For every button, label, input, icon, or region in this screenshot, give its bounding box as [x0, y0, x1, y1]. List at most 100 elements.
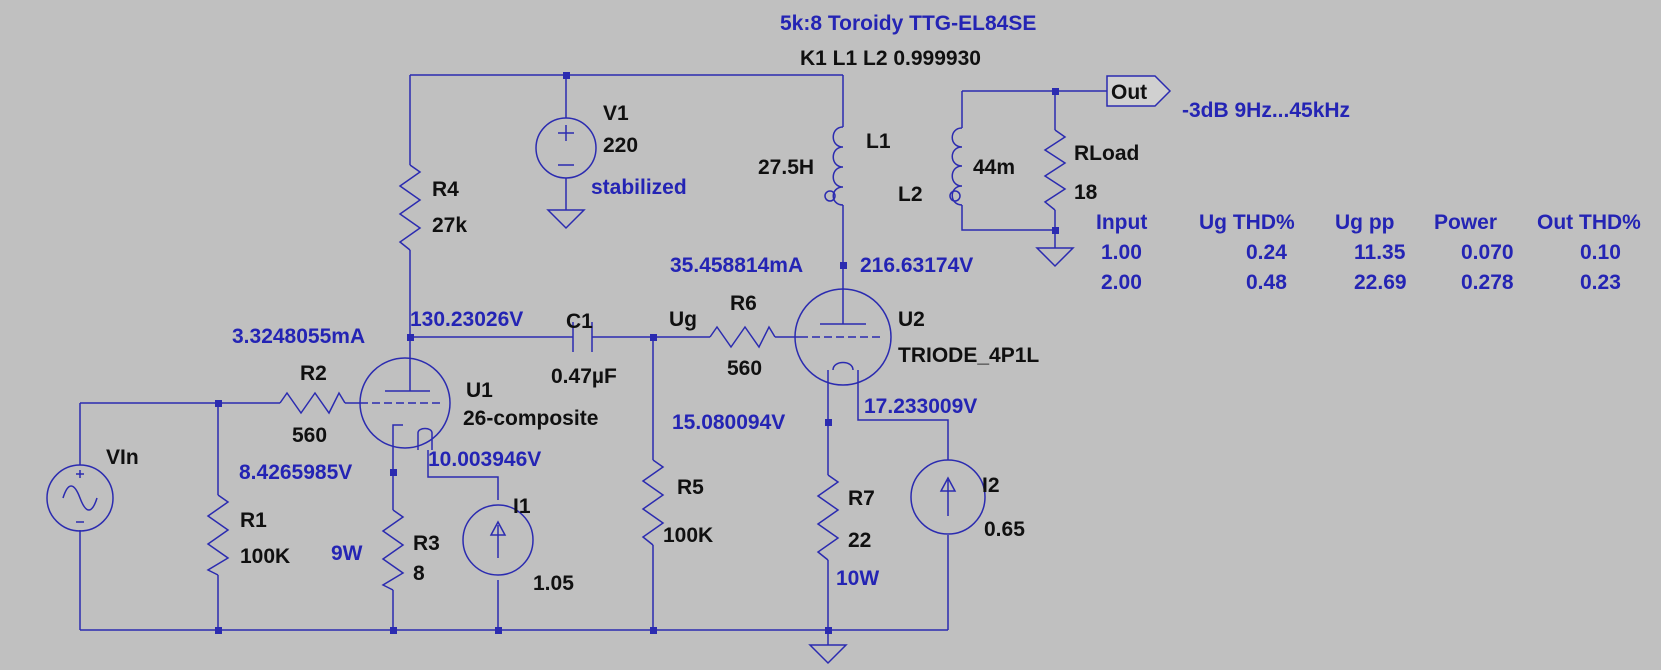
- u1-name: U1: [466, 379, 493, 402]
- table-cell: 0.10: [1580, 241, 1621, 264]
- u1-triode[interactable]: [359, 357, 451, 450]
- i2-current-source[interactable]: [910, 459, 986, 535]
- junction-dot: [563, 72, 570, 79]
- table-cell: 0.24: [1246, 241, 1287, 264]
- table-cell: 0.278: [1461, 271, 1514, 294]
- l1-value: 27.5H: [758, 156, 814, 179]
- i2-name: I2: [982, 474, 1000, 497]
- table-header-input: Input: [1096, 211, 1147, 234]
- u2-name: U2: [898, 308, 925, 331]
- table-cell: 11.35: [1354, 241, 1406, 264]
- i1-value: 1.05: [533, 572, 574, 595]
- u2-triode[interactable]: [794, 288, 892, 395]
- r1-value: 100K: [240, 545, 290, 568]
- rload-resistor[interactable]: [1043, 129, 1067, 211]
- r4-name: R4: [432, 178, 459, 201]
- table-cell: 0.23: [1580, 271, 1621, 294]
- l2-value: 44m: [973, 156, 1015, 179]
- c1-name: C1: [566, 310, 593, 333]
- transformer-title: 5k:8 Toroidy TTG-EL84SE: [780, 12, 1036, 35]
- r5-resistor[interactable]: [641, 459, 665, 546]
- vin-ac-source[interactable]: [46, 464, 114, 532]
- junction-dot: [215, 400, 222, 407]
- v1-note: stabilized: [591, 176, 687, 199]
- wire-i1-leads[interactable]: [427, 450, 499, 630]
- v1-value: 220: [603, 134, 638, 157]
- c1-value: 0.47µF: [551, 365, 617, 388]
- r7-name: R7: [848, 487, 875, 510]
- r3-power: 9W: [331, 542, 363, 565]
- junction-dot: [825, 627, 832, 634]
- l1-name: L1: [866, 130, 891, 153]
- table-cell: 0.48: [1246, 271, 1287, 294]
- l2-inductor[interactable]: [949, 127, 963, 206]
- rload-value: 18: [1074, 181, 1098, 204]
- wire-i2-leads[interactable]: [857, 395, 949, 630]
- junction-dot: [215, 627, 222, 634]
- junction-dot: [1052, 88, 1059, 95]
- junctions: [215, 72, 1059, 634]
- u2-cathode-voltage: 15.080094V: [672, 411, 785, 434]
- r6-resistor[interactable]: [709, 325, 776, 349]
- r6-value: 560: [727, 357, 762, 380]
- u2-plate-current: 35.458814mA: [670, 254, 803, 277]
- u2-plate-voltage: 216.63174V: [860, 254, 973, 277]
- u1-cathode-voltage: 8.4265985V: [239, 461, 352, 484]
- rload-name: RLoad: [1074, 142, 1139, 165]
- junction-dot: [1052, 227, 1059, 234]
- junction-dot: [390, 469, 397, 476]
- r7-value: 22: [848, 529, 871, 552]
- junction-dot: [650, 627, 657, 634]
- r3-resistor[interactable]: [381, 509, 405, 591]
- table-cell: 22.69: [1354, 271, 1407, 294]
- bandwidth-note: -3dB 9Hz...45kHz: [1182, 99, 1350, 122]
- wires: [79, 74, 1107, 645]
- out-port-label: Out: [1111, 81, 1147, 104]
- r2-name: R2: [300, 362, 327, 385]
- table-header-out-thd: Out THD%: [1537, 211, 1641, 234]
- u1-plate-current: 3.3248055mA: [232, 325, 365, 348]
- ground-symbol: [808, 644, 848, 665]
- junction-dot: [495, 627, 502, 634]
- junction-dot: [390, 627, 397, 634]
- table-header-power: Power: [1434, 211, 1497, 234]
- ug-net-label: Ug: [669, 308, 697, 331]
- r7-power: 10W: [836, 567, 879, 590]
- wire-l2-leads[interactable]: [961, 91, 1055, 231]
- r5-value: 100K: [663, 524, 713, 547]
- table-cell: 1.00: [1101, 241, 1142, 264]
- ground-symbol: [1035, 247, 1075, 268]
- u2-filament-voltage: 17.233009V: [864, 395, 977, 418]
- vin-name: VIn: [106, 446, 139, 469]
- v1-name: V1: [603, 102, 629, 125]
- r1-resistor[interactable]: [206, 494, 230, 576]
- junction-dot: [840, 262, 847, 269]
- r3-name: R3: [413, 532, 440, 555]
- u1-filament-voltage: 10.003946V: [428, 448, 541, 471]
- i2-value: 0.65: [984, 518, 1025, 541]
- r2-resistor[interactable]: [279, 391, 346, 415]
- junction-dot: [407, 334, 414, 341]
- out-port-flag[interactable]: [1106, 75, 1172, 107]
- r4-value: 27k: [432, 214, 467, 237]
- results-table: Input Ug THD% Ug pp Power Out THD% 1.00 …: [1096, 211, 1641, 294]
- u2-model: TRIODE_4P1L: [898, 344, 1039, 367]
- table-header-ug-pp: Ug pp: [1335, 211, 1394, 234]
- junction-dot: [650, 334, 657, 341]
- r4-resistor[interactable]: [398, 164, 422, 251]
- i1-current-source[interactable]: [462, 504, 534, 576]
- table-header-ug-thd: Ug THD%: [1199, 211, 1295, 234]
- u1-model: 26-composite: [463, 407, 598, 430]
- r5-name: R5: [677, 476, 704, 499]
- l1-inductor[interactable]: [824, 126, 844, 206]
- r7-resistor[interactable]: [816, 474, 840, 561]
- r1-name: R1: [240, 509, 267, 532]
- c1-capacitor[interactable]: [572, 322, 593, 352]
- u1-plate-voltage: 130.23026V: [410, 308, 523, 331]
- l2-name: L2: [898, 183, 923, 206]
- v1-voltage-source[interactable]: [535, 117, 597, 179]
- ground-symbol: [546, 209, 586, 230]
- r3-value: 8: [413, 562, 425, 585]
- table-cell: 0.070: [1461, 241, 1514, 264]
- r2-value: 560: [292, 424, 327, 447]
